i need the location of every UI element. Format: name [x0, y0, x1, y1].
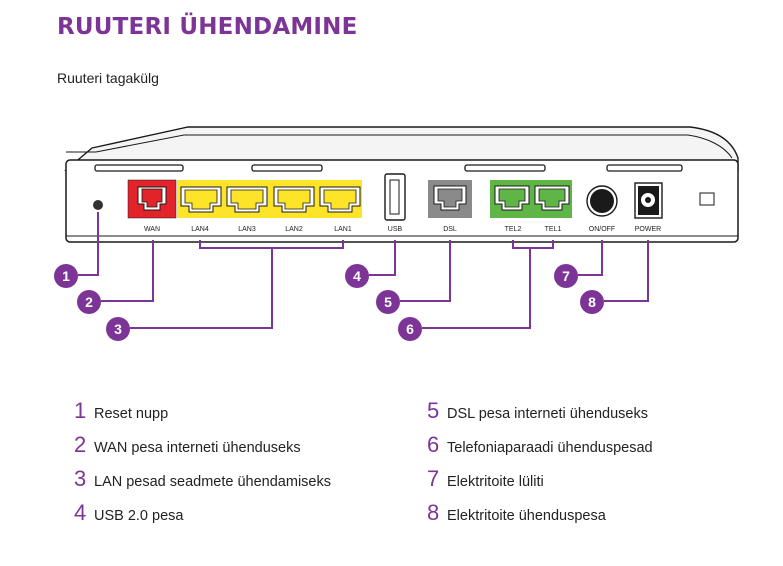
legend-text: LAN pesad seadmete ühendamiseks — [94, 474, 331, 490]
legend-item-1: 1 Reset nupp — [74, 398, 168, 424]
legend-item-5: 5 DSL pesa interneti ühenduseks — [427, 398, 648, 424]
callout-badge-1: 1 — [54, 264, 78, 288]
callout-badge-5: 5 — [376, 290, 400, 314]
dsl-port — [428, 180, 472, 218]
wan-label: WAN — [144, 226, 160, 233]
callout-badge-2: 2 — [77, 290, 101, 314]
power-switch — [586, 185, 618, 217]
svg-text:3: 3 — [114, 321, 122, 337]
power-socket — [634, 182, 663, 219]
wan-port — [127, 179, 177, 219]
lan-ports — [177, 180, 362, 218]
power-label: POWER — [635, 226, 661, 233]
callout-badge-4: 4 — [345, 264, 369, 288]
dsl-label: DSL — [443, 226, 457, 233]
legend-text: USB 2.0 pesa — [94, 508, 184, 524]
svg-text:6: 6 — [406, 321, 414, 337]
legend-number: 8 — [427, 500, 440, 525]
legend-item-2: 2 WAN pesa interneti ühenduseks — [74, 432, 301, 458]
legend-number: 4 — [74, 500, 87, 525]
legend-number: 3 — [74, 466, 87, 491]
svg-text:4: 4 — [353, 268, 361, 284]
usb-label: USB — [388, 226, 403, 233]
page-subtitle: Ruuteri tagakülg — [57, 70, 159, 86]
reset-button-hole — [93, 200, 103, 210]
tel2-label: TEL2 — [505, 226, 522, 233]
legend-text: DSL pesa interneti ühenduseks — [447, 406, 648, 422]
svg-text:2: 2 — [85, 294, 93, 310]
tel-ports — [490, 180, 572, 218]
svg-text:5: 5 — [384, 294, 392, 310]
legend-text: Reset nupp — [94, 406, 169, 422]
callout-badge-7: 7 — [554, 264, 578, 288]
svg-text:8: 8 — [588, 294, 596, 310]
legend-text: Elektritoite lüliti — [447, 474, 544, 490]
lan3-port — [226, 186, 268, 213]
lan1-port — [319, 186, 361, 213]
legend-item-7: 7 Elektritoite lüliti — [427, 466, 544, 492]
legend-number: 5 — [427, 398, 440, 423]
legend-number: 1 — [74, 398, 87, 423]
svg-text:1: 1 — [62, 268, 70, 284]
legend-item-4: 4 USB 2.0 pesa — [74, 500, 183, 526]
legend-item-8: 8 Elektritoite ühenduspesa — [427, 500, 606, 526]
tel2-port — [494, 185, 530, 211]
tel1-label: TEL1 — [545, 226, 562, 233]
callout-badge-8: 8 — [580, 290, 604, 314]
lan1-label: LAN1 — [334, 226, 352, 233]
legend-number: 2 — [74, 432, 87, 457]
legend-item-3: 3 LAN pesad seadmete ühendamiseks — [74, 466, 331, 492]
onoff-label: ON/OFF — [589, 226, 615, 233]
leader-lines — [78, 212, 649, 329]
tel1-port — [534, 185, 570, 211]
lan4-label: LAN4 — [191, 226, 209, 233]
lan3-label: LAN3 — [238, 226, 256, 233]
legend-number: 7 — [427, 466, 440, 491]
svg-text:7: 7 — [562, 268, 570, 284]
page-title: RUUTERI ÜHENDAMINE — [57, 14, 358, 40]
lan4-port — [180, 186, 222, 213]
lan2-label: LAN2 — [285, 226, 303, 233]
legend-text: WAN pesa interneti ühenduseks — [94, 440, 301, 456]
callout-badge-6: 6 — [398, 317, 422, 341]
legend-number: 6 — [427, 432, 440, 457]
callout-badge-3: 3 — [106, 317, 130, 341]
lan2-port — [273, 186, 315, 213]
legend-item-6: 6 Telefoniaparaadi ühenduspesad — [427, 432, 653, 458]
legend-text: Elektritoite ühenduspesa — [447, 508, 606, 524]
legend-text: Telefoniaparaadi ühenduspesad — [447, 440, 653, 456]
vent-slots — [94, 164, 683, 172]
usb-port — [384, 173, 406, 221]
